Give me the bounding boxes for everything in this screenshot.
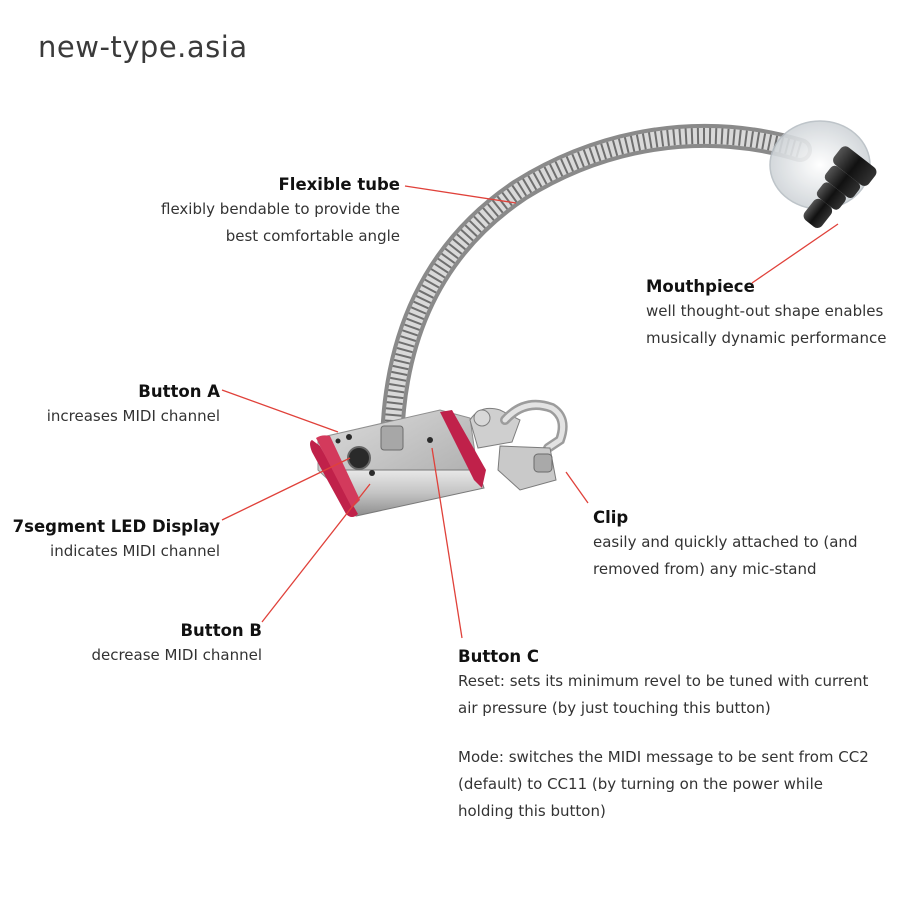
red-end-cap-right — [440, 410, 486, 488]
button-c — [427, 437, 433, 443]
flexible-tube-title: Flexible tube — [278, 175, 400, 194]
button-a-title: Button A — [138, 382, 220, 401]
tube-collar — [380, 425, 404, 451]
mouthpiece — [769, 120, 877, 228]
callout-led-display: 7segment LED Display indicates MIDI chan… — [0, 516, 220, 565]
leader-mouthpiece — [751, 223, 839, 284]
button-b-desc: decrease MIDI channel — [91, 646, 262, 664]
mouthpiece-title: Mouthpiece — [646, 277, 755, 296]
clip-desc-2: removed from) any mic-stand — [593, 560, 817, 578]
callout-flexible-tube: Flexible tube flexibly bendable to provi… — [80, 174, 400, 250]
base-unit — [310, 409, 486, 517]
button-c-mode-2: (default) to CC11 (by turning on the pow… — [458, 775, 823, 793]
button-b — [369, 470, 375, 476]
leader-lines — [221, 185, 839, 639]
led-display-window — [347, 446, 371, 470]
callout-mouthpiece: Mouthpiece well thought-out shape enable… — [646, 276, 916, 352]
clip — [469, 400, 568, 491]
flexible-tube-desc-1: flexibly bendable to provide the — [161, 200, 400, 218]
leader-button-c — [431, 447, 463, 639]
leader-led-display — [221, 457, 351, 521]
button-b-title: Button B — [180, 621, 262, 640]
callout-clip: Clip easily and quickly attached to (and… — [593, 507, 903, 583]
callout-button-a: Button A increases MIDI channel — [0, 381, 220, 430]
red-end-cap — [310, 440, 358, 517]
leader-clip — [565, 471, 589, 504]
clip-title: Clip — [593, 508, 629, 527]
button-c-mode-1: Mode: switches the MIDI message to be se… — [458, 748, 869, 766]
mouthpiece-desc-2: musically dynamic performance — [646, 329, 887, 347]
mouthpiece-desc-1: well thought-out shape enables — [646, 302, 884, 320]
button-c-mode-3: holding this button) — [458, 802, 606, 820]
callout-button-b: Button B decrease MIDI channel — [42, 620, 262, 669]
leader-flexible-tube — [404, 185, 517, 204]
callout-button-c: Button C Reset: sets its minimum revel t… — [458, 646, 913, 825]
led-display-title: 7segment LED Display — [12, 517, 220, 536]
button-a — [346, 434, 352, 440]
button-c-reset-1: Reset: sets its minimum revel to be tune… — [458, 672, 869, 690]
button-c-reset-2: air pressure (by just touching this butt… — [458, 699, 771, 717]
leader-button-a — [221, 389, 339, 433]
led-display-desc: indicates MIDI channel — [50, 542, 220, 560]
clip-desc-1: easily and quickly attached to (and — [593, 533, 858, 551]
leader-button-b — [261, 483, 371, 623]
button-c-title: Button C — [458, 647, 540, 666]
button-a-desc: increases MIDI channel — [46, 407, 220, 425]
brand-logo: new-type.asia — [38, 30, 248, 64]
flexible-tube-desc-2: best comfortable angle — [225, 227, 400, 245]
